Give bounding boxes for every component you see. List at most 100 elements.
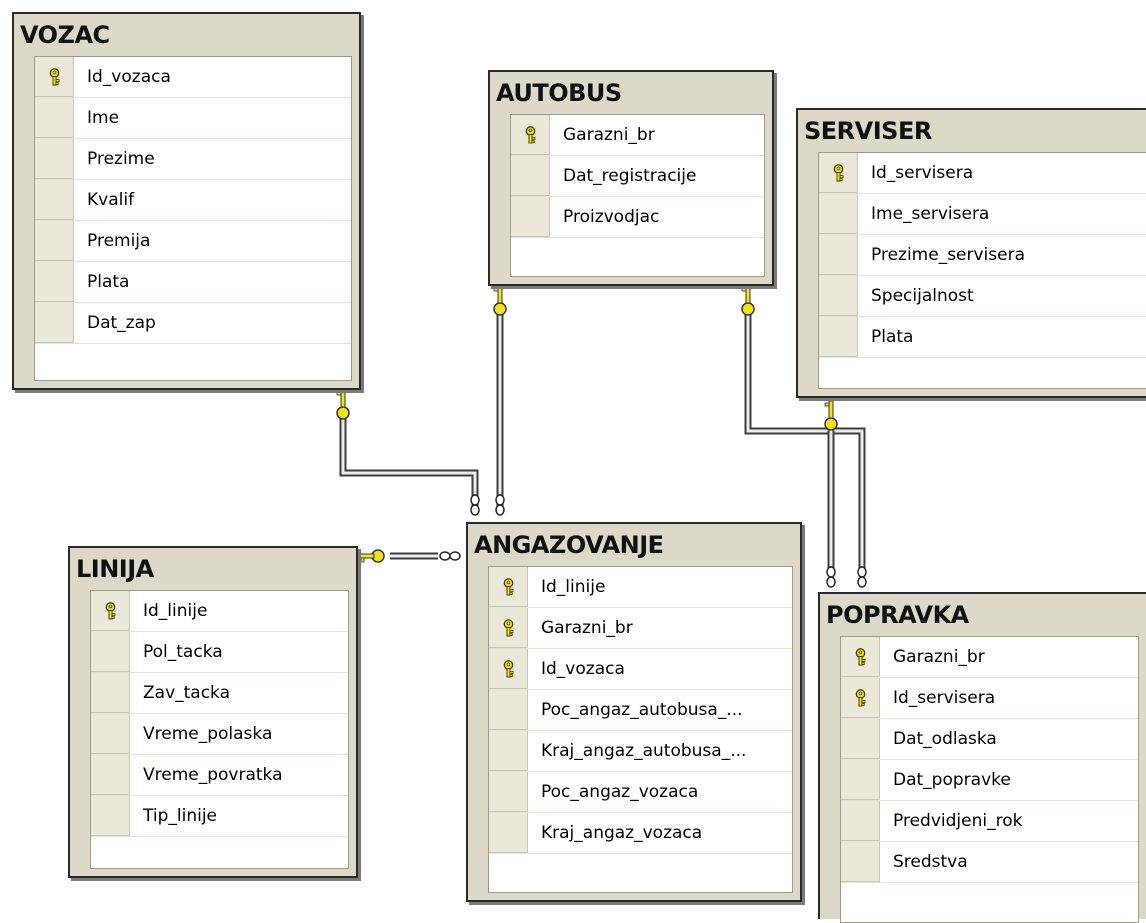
column-row[interactable]: Specijalnost (819, 276, 1146, 317)
column-name: Kraj_angaz_autobusa_... (541, 741, 747, 761)
column-row[interactable]: Prezime (35, 139, 351, 180)
column-name: Predvidjeni_rok (893, 811, 1023, 831)
column-row[interactable]: Prezime_servisera (819, 235, 1146, 276)
row-selector[interactable] (511, 197, 550, 237)
column-name: Dat_odlaska (893, 729, 997, 749)
column-name: Prezime_servisera (871, 245, 1026, 265)
column-name: Id_servisera (893, 688, 996, 708)
row-selector[interactable] (91, 796, 130, 836)
column-name: Garazni_br (541, 618, 633, 638)
relationship-autobus-popravka[interactable] (744, 312, 866, 568)
row-selector[interactable] (35, 57, 74, 97)
column-row[interactable]: Sredstva (841, 842, 1138, 883)
column-row[interactable]: Plata (35, 262, 351, 303)
table-serviser[interactable]: SERVISER Id_servisera Ime_servisera Prez… (796, 108, 1146, 398)
column-name: Poc_angaz_autobusa_... (541, 700, 743, 720)
row-selector[interactable] (841, 760, 880, 800)
row-selector[interactable] (489, 772, 528, 812)
table-popravka[interactable]: POPRAVKA Garazni_br Id_servisera Dat_odl… (818, 592, 1146, 923)
column-list: Garazni_br Id_servisera Dat_odlaska Dat_… (840, 636, 1139, 923)
column-row[interactable]: Garazni_br (489, 608, 792, 649)
column-list: Id_linije Garazni_br Id_vozaca Poc_angaz… (488, 566, 793, 893)
row-selector[interactable] (819, 194, 858, 234)
row-selector[interactable] (819, 153, 858, 193)
table-linija[interactable]: LINIJA Id_linije Pol_tacka Zav_tacka Vre… (68, 546, 358, 878)
column-row[interactable]: Ime_servisera (819, 194, 1146, 235)
column-name: Vreme_povratka (143, 765, 283, 785)
row-selector[interactable] (489, 608, 528, 648)
row-selector[interactable] (489, 649, 528, 689)
row-selector[interactable] (841, 678, 880, 718)
row-selector[interactable] (841, 842, 880, 882)
row-selector[interactable] (841, 637, 880, 677)
column-row[interactable]: Dat_registracije (511, 156, 764, 197)
column-name: Proizvodjac (563, 207, 660, 227)
row-selector[interactable] (91, 632, 130, 672)
table-autobus[interactable]: AUTOBUS Garazni_br Dat_registracije Proi… (488, 70, 774, 286)
row-selector[interactable] (35, 303, 74, 343)
column-row[interactable]: Garazni_br (841, 637, 1138, 678)
column-name: Zav_tacka (143, 683, 231, 703)
column-row[interactable]: Pol_tacka (91, 632, 348, 673)
row-selector[interactable] (35, 139, 74, 179)
row-selector[interactable] (841, 801, 880, 841)
row-selector[interactable] (819, 317, 858, 357)
column-name: Poc_angaz_vozaca (541, 782, 699, 802)
row-selector[interactable] (511, 115, 550, 155)
column-row[interactable]: Kvalif (35, 180, 351, 221)
row-selector[interactable] (91, 755, 130, 795)
column-row[interactable]: Tip_linije (91, 796, 348, 837)
row-selector[interactable] (35, 98, 74, 138)
relationship-key-end-icon (336, 285, 838, 563)
column-row[interactable]: Vreme_povratka (91, 755, 348, 796)
column-row[interactable]: Predvidjeni_rok (841, 801, 1138, 842)
row-selector[interactable] (91, 673, 130, 713)
row-selector[interactable] (489, 567, 528, 607)
row-selector[interactable] (511, 156, 550, 196)
table-title: LINIJA (76, 555, 154, 583)
row-selector[interactable] (819, 276, 858, 316)
column-row[interactable]: Premija (35, 221, 351, 262)
row-selector[interactable] (489, 731, 528, 771)
row-selector[interactable] (819, 235, 858, 275)
row-selector[interactable] (841, 719, 880, 759)
column-row[interactable]: Zav_tacka (91, 673, 348, 714)
column-row[interactable]: Garazni_br (511, 115, 764, 156)
table-title: ANGAZOVANJE (474, 531, 664, 559)
column-row[interactable]: Poc_angaz_vozaca (489, 772, 792, 813)
column-name: Garazni_br (893, 647, 985, 667)
column-row[interactable]: Plata (819, 317, 1146, 358)
column-row[interactable]: Dat_zap (35, 303, 351, 344)
column-row[interactable]: Proizvodjac (511, 197, 764, 238)
row-selector[interactable] (35, 262, 74, 302)
table-vozac[interactable]: VOZAC Id_vozaca Ime Prezime Kvalif Premi… (12, 12, 361, 390)
column-row[interactable]: Id_vozaca (489, 649, 792, 690)
column-name: Pol_tacka (143, 642, 223, 662)
column-name: Dat_popravke (893, 770, 1011, 790)
column-row[interactable]: Id_linije (91, 591, 348, 632)
column-row[interactable]: Dat_popravke (841, 760, 1138, 801)
column-name: Plata (871, 327, 914, 347)
column-row[interactable]: Kraj_angaz_autobusa_... (489, 731, 792, 772)
row-selector[interactable] (91, 591, 130, 631)
column-row[interactable]: Poc_angaz_autobusa_... (489, 690, 792, 731)
row-selector[interactable] (489, 690, 528, 730)
row-selector[interactable] (91, 714, 130, 754)
column-row[interactable]: Id_vozaca (35, 57, 351, 98)
column-row[interactable]: Dat_odlaska (841, 719, 1138, 760)
table-angazovanje[interactable]: ANGAZOVANJE Id_linije Garazni_br Id_voza… (466, 522, 802, 902)
column-list: Id_servisera Ime_servisera Prezime_servi… (818, 152, 1146, 389)
column-row[interactable]: Kraj_angaz_vozaca (489, 813, 792, 854)
relationship-vozac-angazovanje[interactable] (339, 412, 479, 510)
column-row[interactable]: Id_servisera (841, 678, 1138, 719)
row-selector[interactable] (35, 180, 74, 220)
row-selector[interactable] (35, 221, 74, 261)
column-row[interactable]: Vreme_polaska (91, 714, 348, 755)
column-row[interactable]: Id_servisera (819, 153, 1146, 194)
row-selector[interactable] (489, 813, 528, 853)
relationship-infinity-end-icon (439, 494, 867, 588)
column-row[interactable]: Ime (35, 98, 351, 139)
column-row[interactable]: Id_linije (489, 567, 792, 608)
column-name: Plata (87, 272, 130, 292)
